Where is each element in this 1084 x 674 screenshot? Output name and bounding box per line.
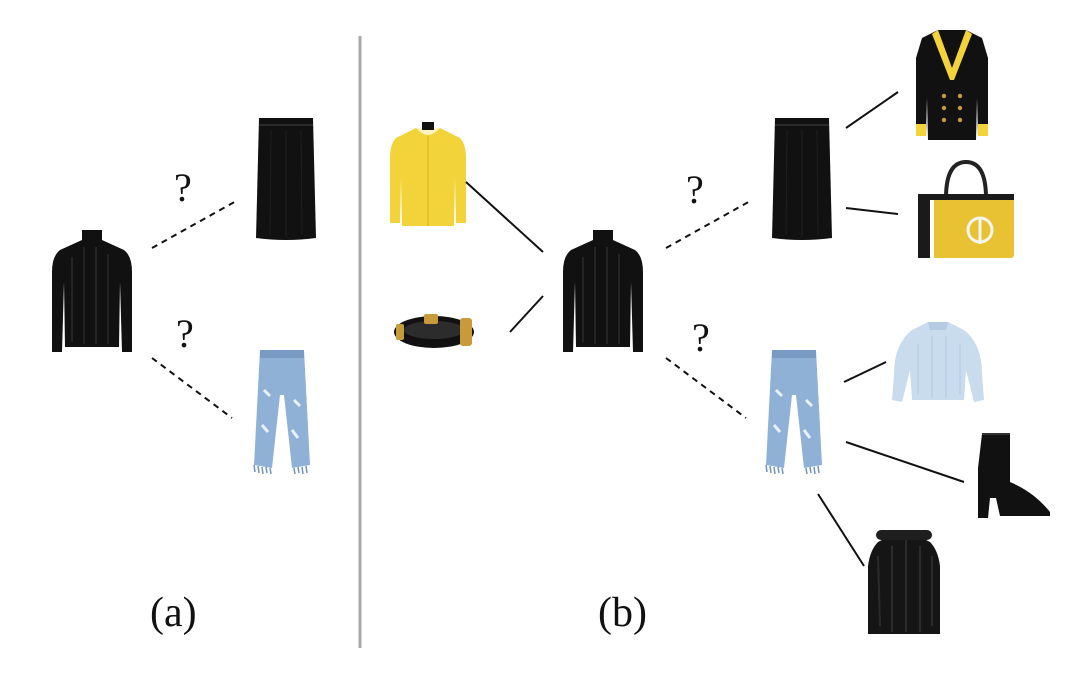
question-mark: ? (686, 167, 704, 212)
link-bracelet-sweater (509, 295, 544, 333)
dashed-link-sweater-jeans (665, 357, 747, 419)
black-yellow-blazer (916, 30, 988, 140)
black-ankle-boot (978, 433, 1050, 518)
question-mark: ? (174, 165, 192, 210)
question-mark: ? (692, 315, 710, 360)
black-gold-bracelet (394, 314, 474, 348)
black-turtleneck-sweater (562, 229, 644, 353)
yellow-cardigan (390, 122, 466, 226)
panel-label-a: (a) (150, 590, 197, 636)
distressed-jeans (764, 348, 824, 476)
link-jeans-coat (817, 493, 865, 567)
question-mark: ? (176, 311, 194, 356)
black-pencil-skirt (255, 117, 317, 241)
distressed-jeans (252, 348, 312, 476)
link-skirt-blazer (845, 91, 899, 129)
link-jeans-boot (845, 441, 965, 483)
dashed-link-sweater-skirt (665, 199, 753, 249)
black-turtleneck-sweater (51, 229, 133, 353)
link-cardigan-sweater (465, 181, 544, 253)
light-blue-sweater (892, 322, 984, 402)
yellow-handbag (918, 159, 1014, 258)
black-pencil-skirt (771, 117, 833, 241)
link-jeans-sweater (843, 361, 887, 383)
panel-label-b: (b) (598, 590, 647, 636)
link-skirt-handbag (845, 207, 899, 215)
dashed-link-sweater-jeans (151, 357, 233, 419)
panel-a (51, 117, 317, 476)
panel-b (390, 30, 1050, 634)
black-fur-coat (868, 530, 940, 634)
dashed-link-sweater-skirt (151, 199, 239, 249)
